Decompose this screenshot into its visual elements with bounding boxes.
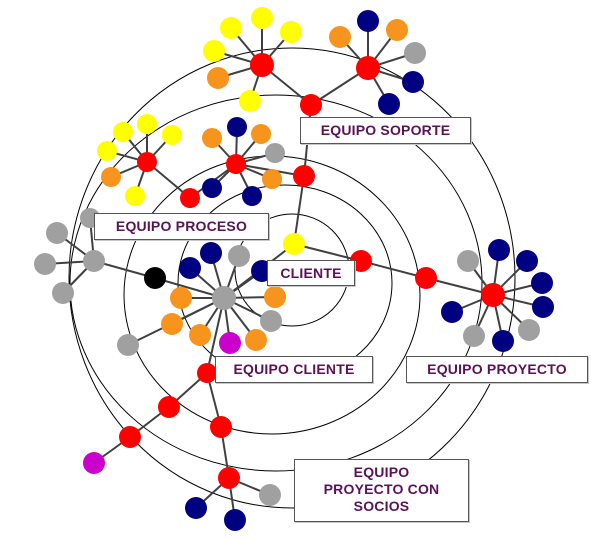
node-gl-3 [34, 253, 56, 275]
node-pa-y4 [97, 141, 117, 161]
node-r2 [415, 267, 437, 289]
label-equipo-soporte: EQUIPO SOPORTE [300, 117, 471, 144]
label-cliente: CLIENTE [267, 260, 355, 286]
node-proy [481, 283, 505, 307]
node-pb-o3 [262, 169, 282, 189]
label-equipo-proyecto: EQUIPO PROYECTO [406, 356, 588, 383]
edge-cliente-s1 [293, 175, 305, 245]
label-equipo-proyecto-con-socios: EQUIPO PROYECTO CON SOCIOS [294, 459, 469, 522]
node-c4 [210, 416, 232, 438]
node-gl-2 [46, 222, 68, 244]
ring-5 [68, 47, 516, 509]
label-socios-line-1: EQUIPO [353, 464, 410, 480]
node-p-n2 [516, 250, 538, 272]
edge-r1-r2 [360, 260, 427, 279]
node-pa-y5 [125, 186, 145, 206]
node-h-o1 [170, 287, 192, 309]
label-socios-line-3: SOCIOS [353, 498, 410, 514]
node-pb-n1 [227, 117, 247, 137]
node-sa-y1 [220, 17, 242, 39]
node-sa-y3 [280, 21, 302, 43]
node-c2 [158, 396, 180, 418]
node-sa-o1 [207, 67, 229, 89]
node-gl-4 [52, 282, 74, 304]
node-p-n6 [441, 301, 463, 323]
edge-hub-c1 [206, 297, 225, 374]
node-sb-g1 [404, 42, 426, 64]
node-s1 [293, 165, 315, 187]
label-equipo-proceso: EQUIPO PROCESO [94, 213, 269, 240]
node-c1 [197, 363, 217, 383]
ring-4 [69, 94, 483, 472]
node-h-o2 [264, 286, 286, 308]
node-sb-n1 [357, 10, 379, 32]
node-p-g1 [457, 250, 479, 272]
node-black [144, 267, 166, 289]
node-pa-y2 [137, 114, 157, 134]
node-sb [356, 56, 380, 80]
node-pb-o2 [251, 124, 271, 144]
edge-cliente-r1 [293, 243, 362, 262]
node-c5-n2 [224, 509, 246, 531]
node-pb-o1 [202, 128, 222, 148]
label-equipo-cliente: EQUIPO CLIENTE [215, 356, 373, 383]
node-h-g1 [228, 245, 250, 267]
node-sb-n2 [402, 71, 424, 93]
node-pa-y1 [113, 122, 133, 142]
node-h-g2 [260, 310, 282, 332]
node-r1 [350, 250, 372, 272]
node-c5 [218, 467, 240, 489]
node-h-o5 [245, 329, 267, 351]
label-socios-line-2: PROYECTO CON [323, 481, 440, 497]
node-h-m1 [219, 332, 241, 354]
node-pc [180, 188, 200, 208]
node-p-n4 [532, 296, 554, 318]
node-h-n2 [179, 257, 201, 279]
node-h-n1 [200, 242, 222, 264]
node-c3 [119, 426, 141, 448]
node-sa [250, 53, 274, 77]
node-sa-y2 [251, 7, 273, 29]
node-pa-o1 [101, 167, 121, 187]
node-pb-n3 [202, 178, 222, 198]
node-sa-y4 [203, 40, 225, 62]
node-c5-g1 [259, 484, 281, 506]
node-p-n1 [488, 239, 510, 261]
node-c-m1 [83, 452, 105, 474]
node-pb [226, 154, 246, 174]
node-p-g2 [518, 319, 540, 341]
node-p-n3 [531, 272, 553, 294]
node-p-n5 [492, 330, 514, 352]
node-sa-y5 [239, 90, 261, 112]
node-hub [212, 286, 236, 310]
node-s2 [300, 94, 322, 116]
node-pb-g1 [265, 143, 285, 163]
node-h-o4 [189, 324, 211, 346]
node-h-g3 [117, 334, 139, 356]
node-cliente [283, 233, 305, 255]
node-sb-o1 [329, 26, 351, 48]
node-pa [137, 152, 157, 172]
node-h-o3 [161, 313, 183, 335]
node-c5-n1 [185, 497, 207, 519]
node-pa-y3 [162, 125, 182, 145]
node-pb-n2 [242, 186, 262, 206]
node-sb-n3 [378, 93, 400, 115]
node-sb-o2 [386, 19, 408, 41]
node-g-left [83, 250, 105, 272]
node-p-g3 [463, 325, 485, 347]
